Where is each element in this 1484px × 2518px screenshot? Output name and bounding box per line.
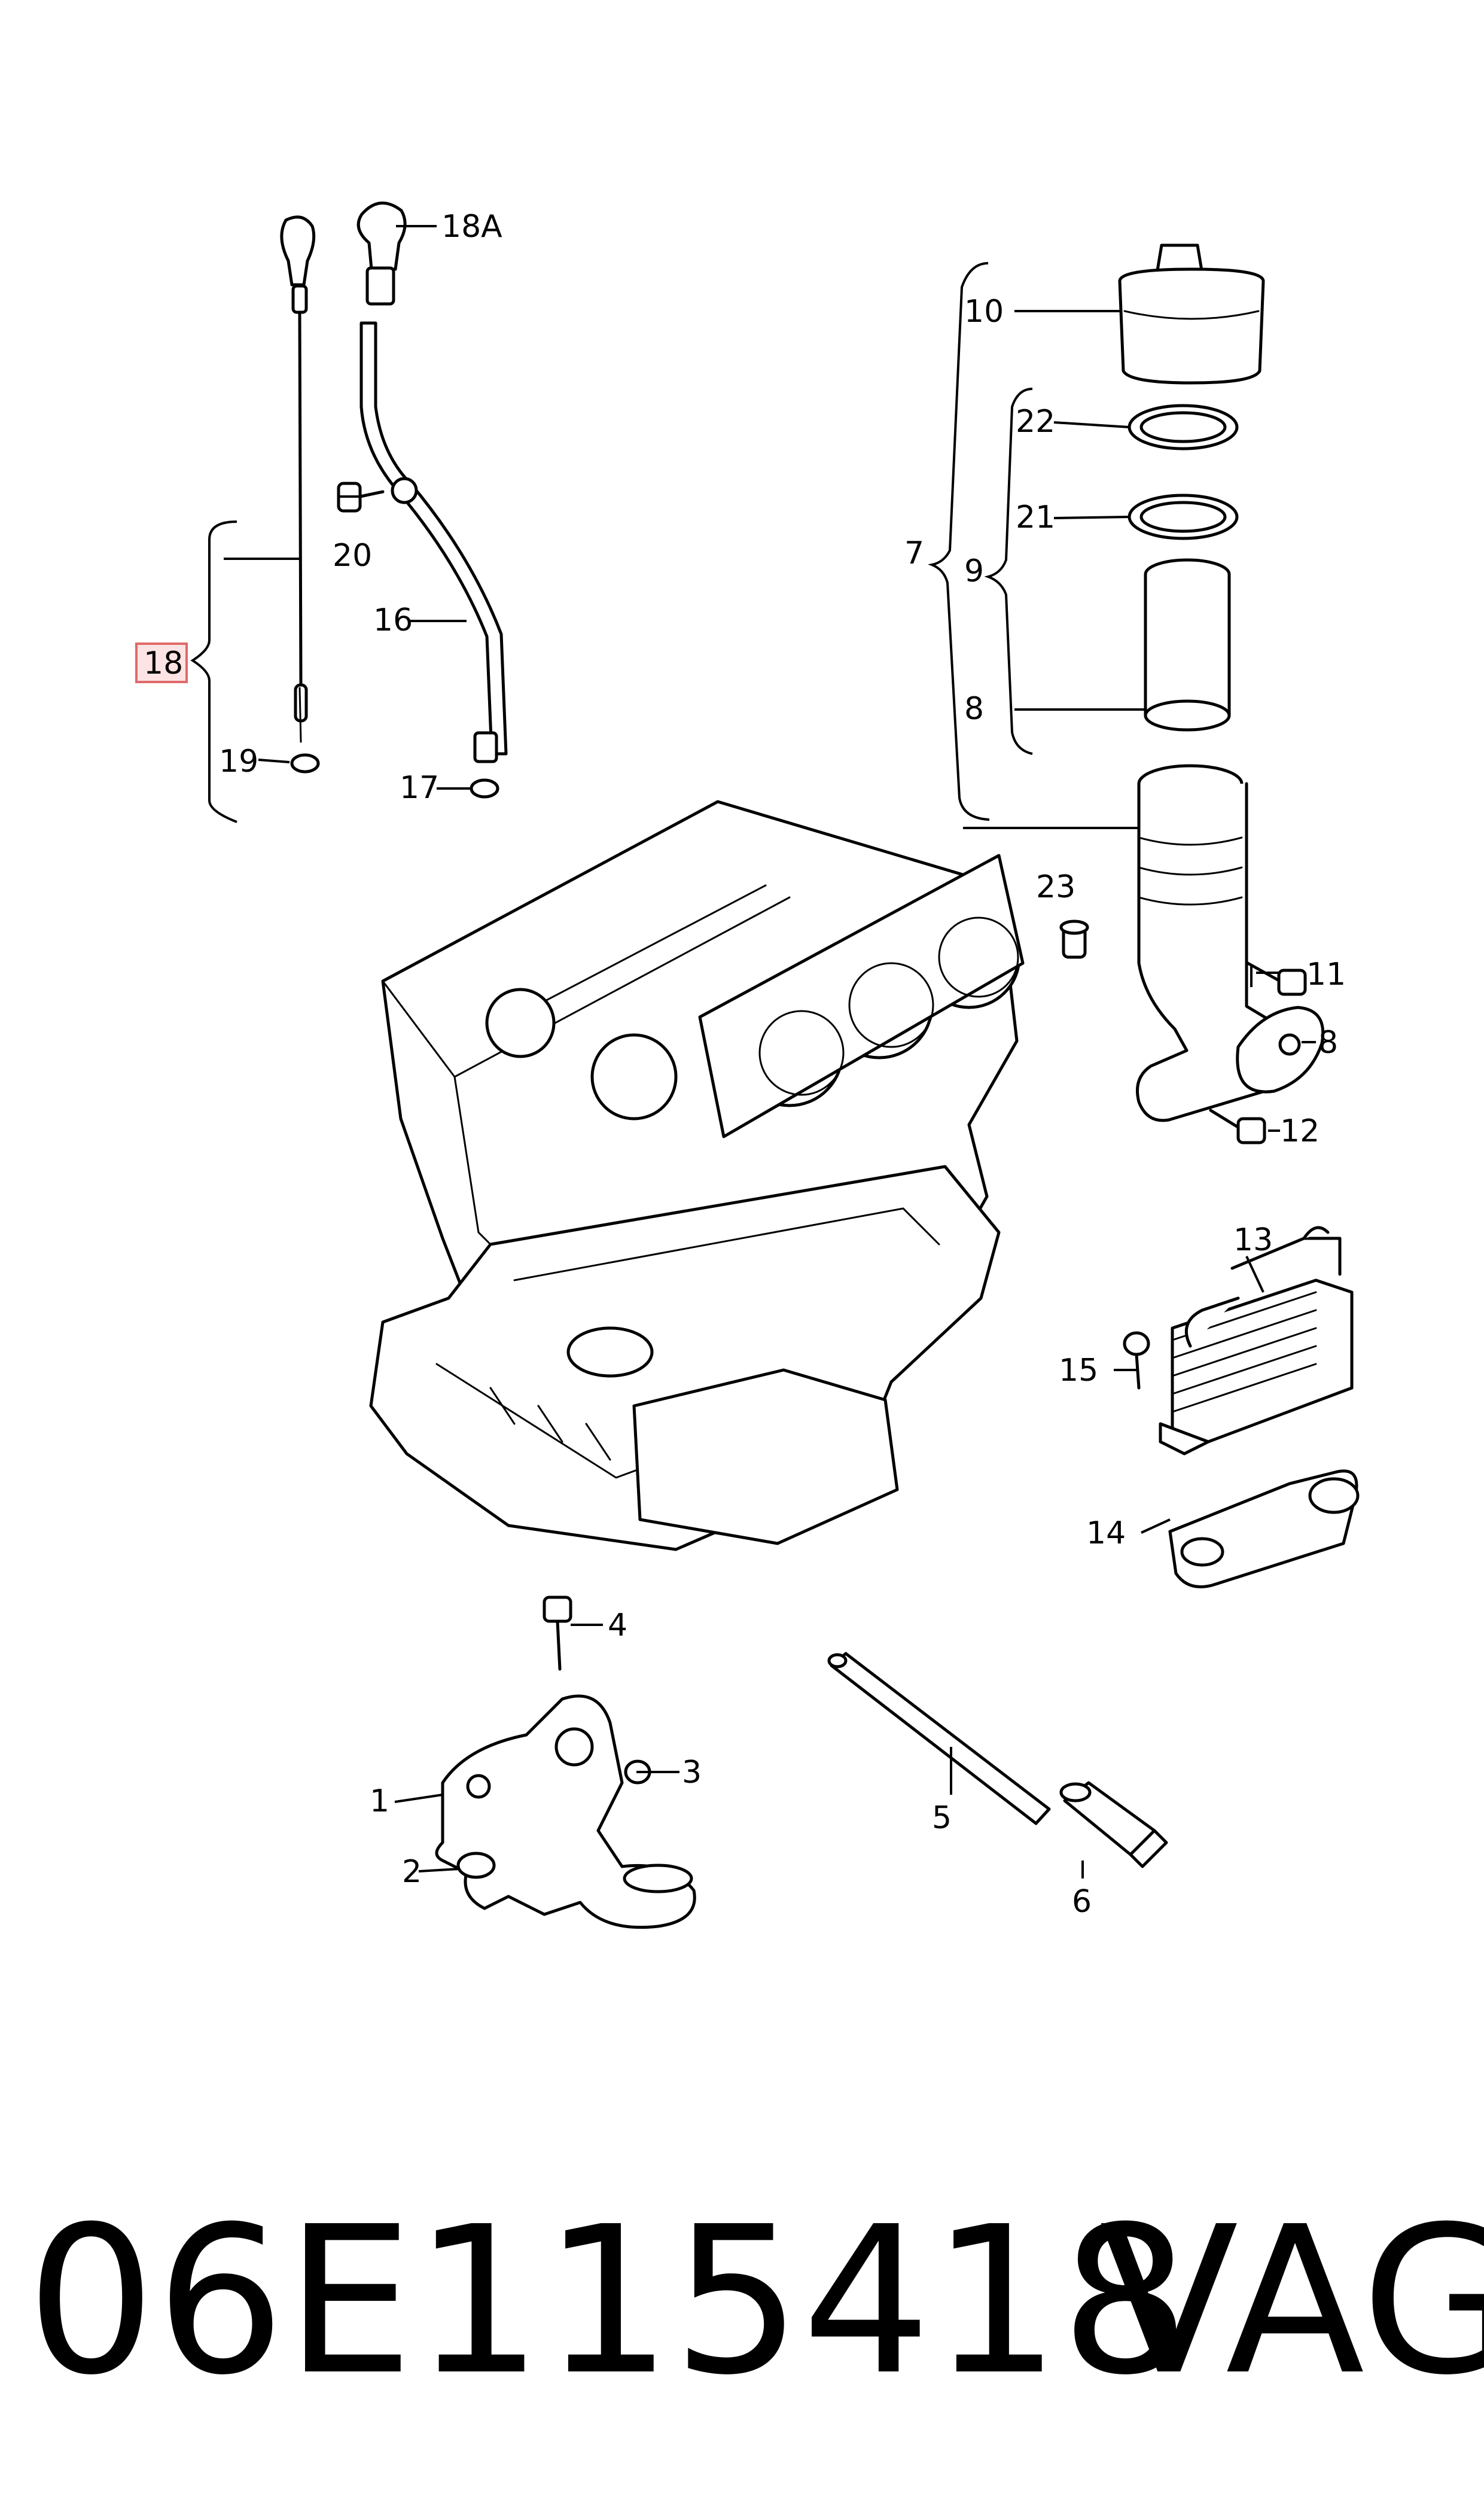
callout-2: 2	[402, 1854, 422, 1890]
callout-18: 18	[144, 646, 183, 681]
callout-14: 14	[1086, 1515, 1126, 1551]
dipstick	[280, 215, 316, 743]
oil-pump-1	[435, 1694, 696, 1929]
bolt-12	[1209, 1109, 1266, 1144]
bolt-15	[1123, 1331, 1150, 1390]
oil-pan	[369, 1165, 1001, 1551]
callout-1: 1	[370, 1783, 389, 1819]
callout-6: 6	[1072, 1884, 1092, 1920]
callout-9: 9	[964, 553, 984, 589]
oil-cooler-13	[1159, 1226, 1354, 1456]
dipstick-o-ring-19	[290, 753, 320, 774]
seal-22	[1128, 404, 1239, 450]
callout-18A: 18A	[441, 209, 502, 245]
gasket-8	[1236, 1006, 1325, 1094]
drive-shaft-5	[827, 1652, 1051, 1825]
callout-22: 22	[1016, 404, 1055, 440]
callout-21: 21	[1016, 500, 1055, 535]
guide-tube-o-ring-17	[470, 778, 499, 799]
coupling-6	[1059, 1781, 1168, 1868]
callout-8a: 8	[964, 691, 984, 727]
callout-16: 16	[373, 602, 413, 638]
callout-15: 15	[1059, 1353, 1098, 1389]
callout-3: 3	[682, 1755, 702, 1791]
callout-12: 12	[1280, 1113, 1320, 1149]
seal-21	[1128, 494, 1239, 540]
filter-element-8	[1144, 558, 1231, 732]
gasket-14	[1168, 1469, 1360, 1588]
bolt-4	[543, 1596, 572, 1671]
bolt-23	[1059, 919, 1089, 959]
callout-10: 10	[964, 294, 1004, 330]
callout-11: 11	[1306, 957, 1346, 992]
callout-13: 13	[1233, 1222, 1273, 1258]
callout-4: 4	[608, 1607, 627, 1643]
guide-tube	[356, 202, 508, 763]
callout-23: 23	[1036, 869, 1075, 905]
caption-brand: VAG	[1099, 2183, 1484, 2420]
bolt-11	[1246, 961, 1307, 996]
callout-5: 5	[932, 1800, 952, 1836]
callout-20: 20	[333, 538, 372, 574]
callout-7: 7	[904, 535, 924, 571]
o-ring-2	[456, 1852, 496, 1879]
callout-18-highlight	[135, 643, 188, 683]
callout-17: 17	[400, 770, 439, 806]
callout-19: 19	[219, 744, 258, 780]
caption-part-number: 06E115418	[26, 2183, 1190, 2420]
filter-cap-10	[1118, 243, 1265, 385]
callout-8b: 8	[1318, 1025, 1338, 1061]
